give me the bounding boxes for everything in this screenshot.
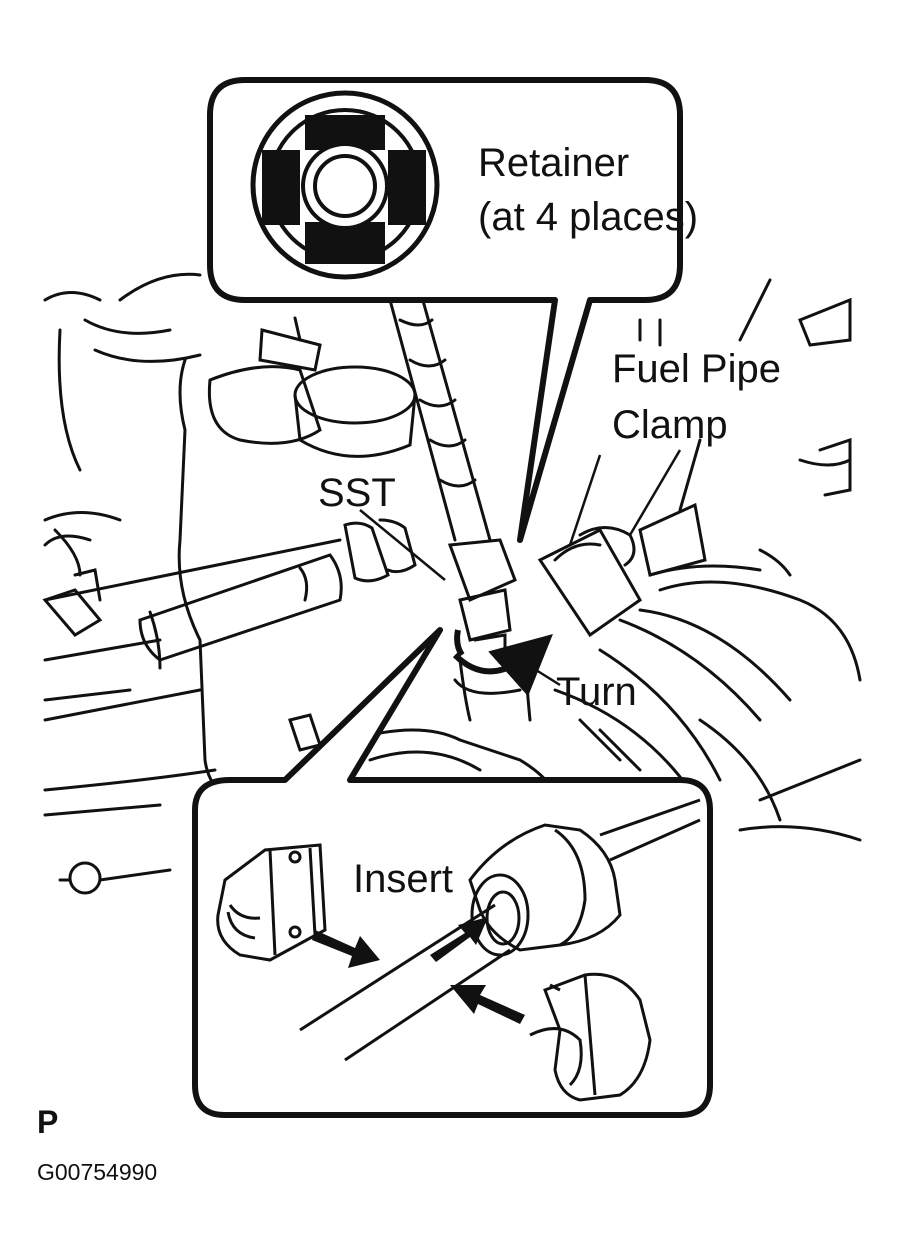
figure-id: G00754990 — [37, 1159, 157, 1185]
fuel-pipe-clamp-label-line2: Clamp — [612, 403, 728, 447]
insert-inset-box — [192, 627, 713, 1118]
retainer-icon — [250, 90, 440, 280]
insert-label: Insert — [353, 857, 453, 901]
turn-label: Turn — [556, 670, 637, 714]
retainer-label-line1: Retainer — [478, 141, 629, 185]
insert-arrows — [312, 917, 525, 1024]
fuel-pipe-clamp-label-line1: Fuel Pipe — [612, 347, 781, 391]
sst-label: SST — [318, 471, 396, 515]
corner-mark: P — [37, 1104, 58, 1140]
turn-arrow — [452, 629, 553, 697]
turn-leader — [519, 658, 561, 687]
leader-lines — [359, 449, 682, 581]
retainer-label-line2: (at 4 places) — [478, 195, 698, 239]
